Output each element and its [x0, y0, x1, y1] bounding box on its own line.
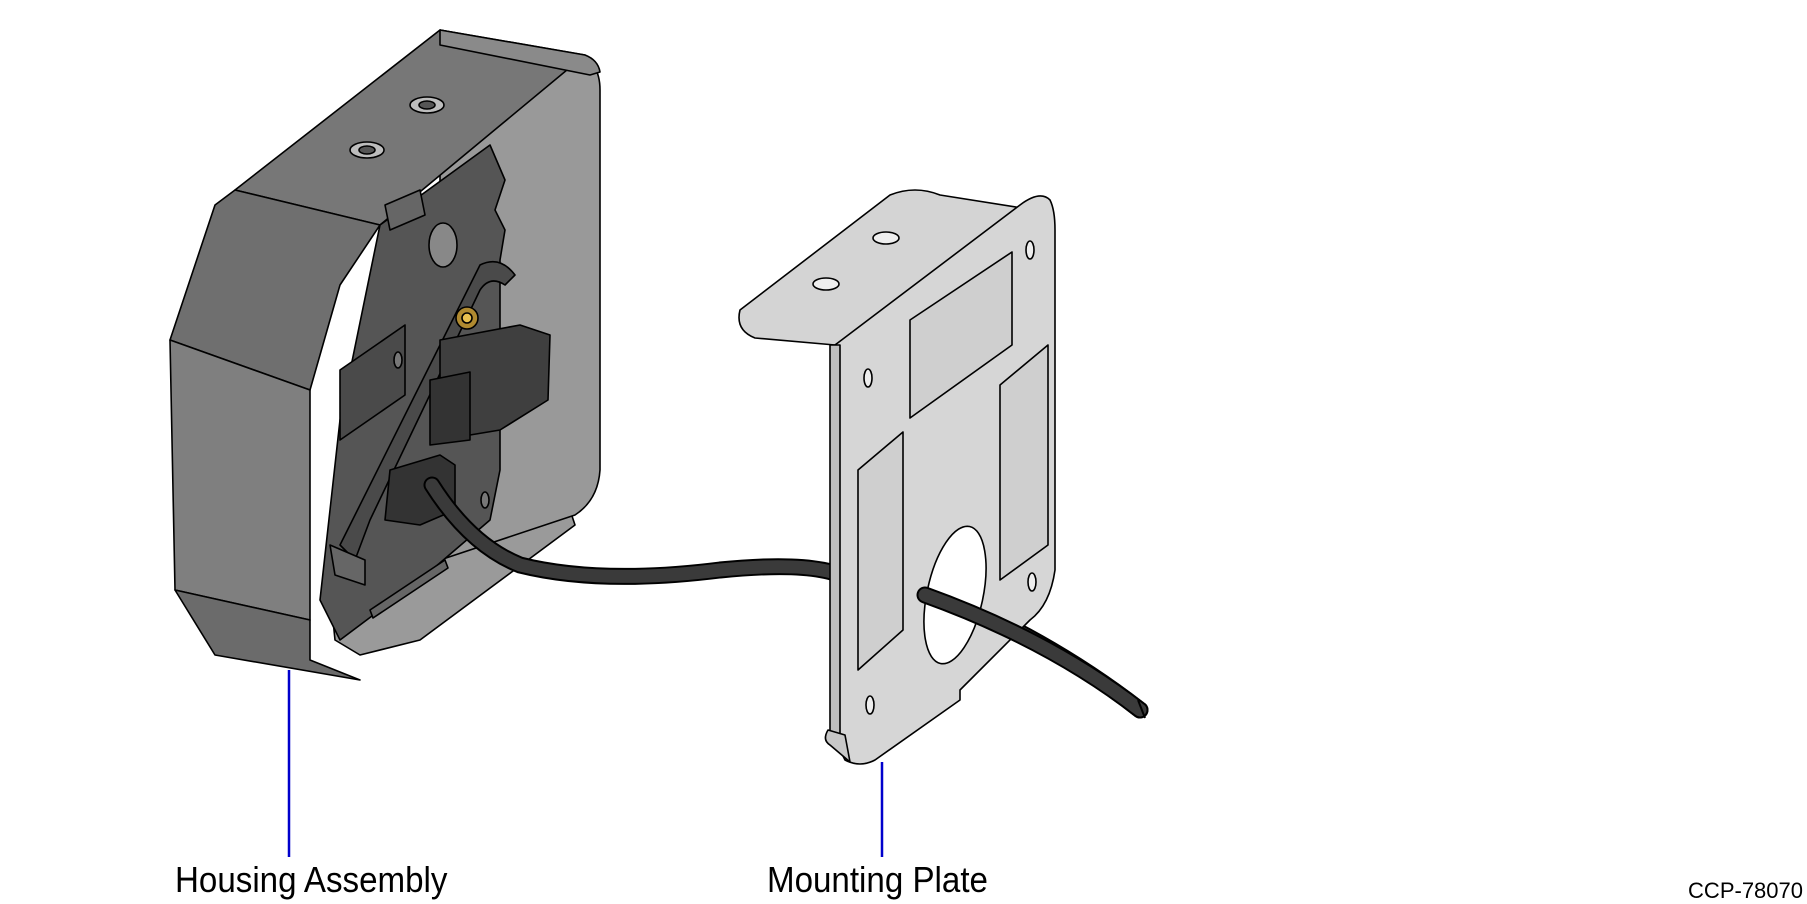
housing-recess	[339, 324, 406, 441]
housing-latch-arm	[339, 260, 516, 561]
housing-front-face	[169, 339, 311, 621]
housing-clip-top	[384, 189, 426, 231]
plate-left-edge	[829, 344, 841, 751]
housing-assembly-label: Housing Assembly	[175, 859, 448, 900]
plate-pad-top	[909, 251, 1013, 419]
housing-lower-left-face	[174, 589, 361, 681]
plate-flange-hole-1	[872, 231, 900, 245]
housing-clip-bottom	[329, 544, 366, 586]
housing-floor-slot	[369, 559, 449, 619]
plate-pad-left	[857, 431, 904, 671]
plate-pad-right	[999, 344, 1049, 581]
plate-flange-hole-2	[812, 277, 840, 291]
mounting-plate-label: Mounting Plate	[767, 859, 988, 900]
mounting-plate	[738, 189, 1056, 765]
housing-back-hole	[428, 222, 458, 268]
plate-bottom-tab	[824, 729, 851, 763]
housing-top-rim	[439, 29, 601, 76]
housing-assembly	[169, 29, 601, 681]
figure-id: CCP-78070	[1688, 878, 1803, 903]
